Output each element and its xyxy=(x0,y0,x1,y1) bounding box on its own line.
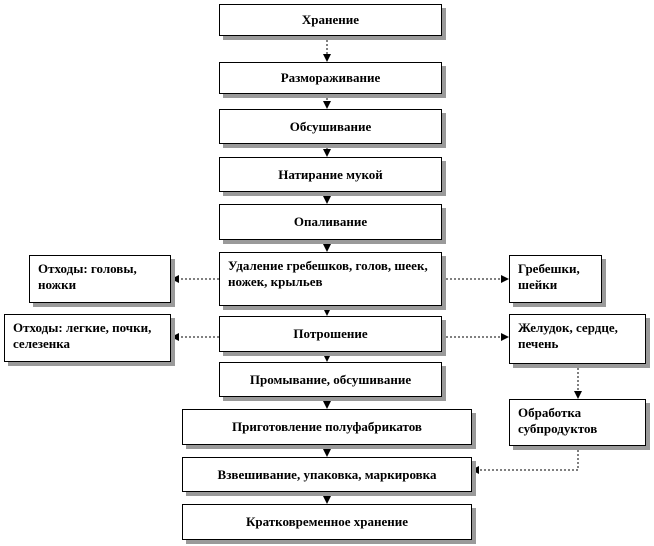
node-packaging: Взвешивание, упаковка, маркировка xyxy=(182,457,472,492)
node-short-storage-label: Кратковременное хранение xyxy=(245,514,409,529)
node-defrosting: Размораживание xyxy=(219,62,442,94)
node-gutting: Потрошение xyxy=(219,316,442,352)
node-giblets: Желудок, сердце, печень xyxy=(509,314,646,364)
arrow-offal-to-packaging xyxy=(471,446,579,474)
node-singeing: Опаливание xyxy=(219,204,442,240)
node-washing: Промывание, обсушивание xyxy=(219,362,442,397)
node-flour-rubbing: Натирание мукой xyxy=(219,157,442,192)
node-washing-label: Промывание, обсушивание xyxy=(249,371,412,387)
node-defrosting-label: Размораживание xyxy=(280,70,381,85)
node-semi-finished-label: Приготовление полуфабрикатов xyxy=(232,419,422,434)
node-offal-processing: Обработка субпродуктов xyxy=(509,399,646,446)
node-offal-processing-label: Обработка субпродуктов xyxy=(518,405,598,436)
node-drying: Обсушивание xyxy=(219,109,442,144)
node-semi-finished: Приготовление полуфабрикатов xyxy=(182,409,472,445)
node-waste-organs: Отходы: легкие, почки, селезенка xyxy=(4,314,171,362)
node-combs: Гребешки, шейки xyxy=(509,255,602,303)
node-giblets-label: Желудок, сердце, печень xyxy=(518,320,618,351)
node-waste-heads: Отходы: головы, ножки xyxy=(29,255,171,303)
node-gutting-label: Потрошение xyxy=(293,326,368,341)
node-short-storage: Кратковременное хранение xyxy=(182,504,472,540)
node-combs-label: Гребешки, шейки xyxy=(518,261,580,292)
node-packaging-label: Взвешивание, упаковка, маркировка xyxy=(217,466,437,482)
node-removal: Удаление гребешков, голов, шеек, ножек, … xyxy=(219,252,442,306)
node-flour-rubbing-label: Натирание мукой xyxy=(278,166,383,182)
node-waste-heads-label: Отходы: головы, ножки xyxy=(38,261,137,292)
node-singeing-label: Опаливание xyxy=(293,214,368,229)
node-drying-label: Обсушивание xyxy=(289,118,372,134)
node-storage: Хранение xyxy=(219,4,442,36)
node-waste-organs-label: Отходы: легкие, почки, селезенка xyxy=(13,320,152,351)
node-removal-label: Удаление гребешков, голов, шеек, ножек, … xyxy=(228,258,428,289)
node-storage-label: Хранение xyxy=(301,12,360,27)
